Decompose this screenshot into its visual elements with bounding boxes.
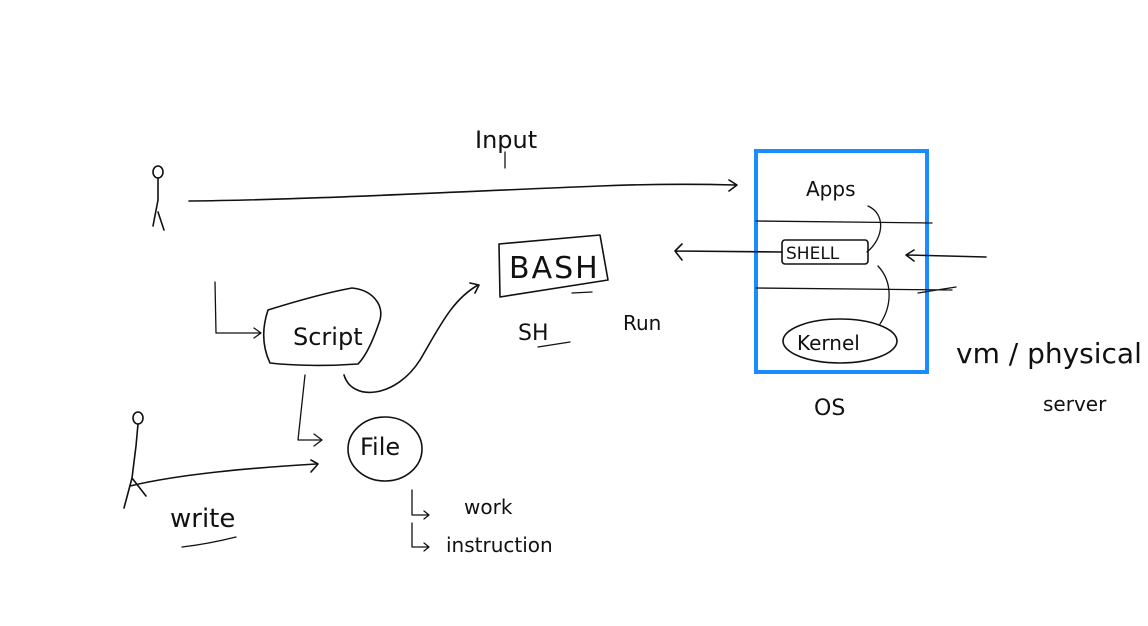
into-script-arrow [214,281,262,339]
script-to-file-arrow [297,374,323,447]
kernel-ellipse [782,318,898,364]
file-ellipse [347,416,423,482]
os-divider-top [755,220,933,224]
work-bullet [411,489,430,520]
user-bottom-figure [123,411,147,509]
sh-underline [537,341,571,348]
os-divider-bottom [755,286,957,294]
kernel-label: Kernel [797,331,860,355]
write-label: write [170,504,235,534]
os-label: OS [814,396,845,421]
file-label: File [360,433,400,461]
input-arrow [188,179,738,202]
instruction-label: instruction [446,533,553,557]
apps-label: Apps [806,177,856,201]
shell-to-kernel-connector [877,265,890,325]
script-to-bash-arrow [343,282,480,394]
bash-label: BASH [509,251,600,286]
server-label-line1: vm / physical [956,337,1142,370]
server-label-line2: server [1043,392,1107,416]
apps-to-shell-connector [866,205,882,253]
write-underline [181,536,237,548]
os-box [754,149,929,374]
user-to-shell-arrow [905,249,987,262]
shell-label: SHELL [786,244,840,264]
sh-label: SH [518,321,549,346]
bash-box [498,234,609,298]
shell-output-arrow [674,243,783,261]
user-top-figure [152,165,165,231]
work-label: work [464,495,513,519]
script-label: Script [293,323,363,351]
run-label: Run [623,311,661,335]
script-shape [262,287,382,367]
write-arrow [129,459,319,487]
instruction-bullet [411,522,430,552]
bash-underline [571,291,593,294]
input-label: Input [475,126,537,154]
